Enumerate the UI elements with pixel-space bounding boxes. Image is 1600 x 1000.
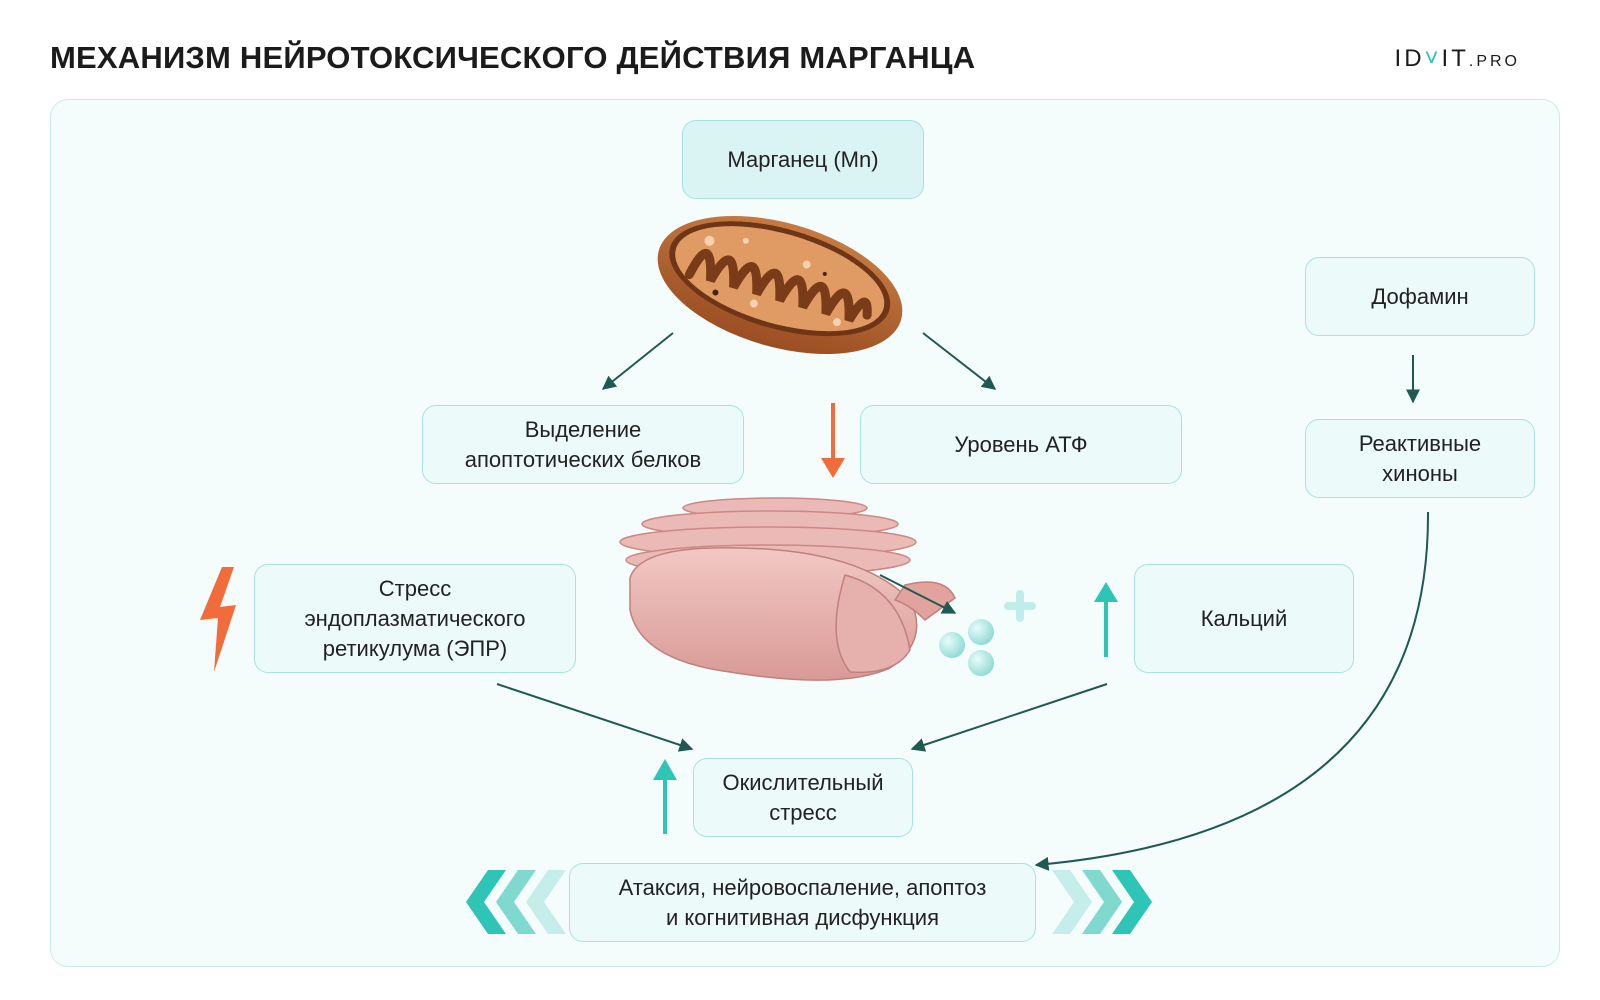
node-atp-level: Уровень АТФ (860, 405, 1182, 484)
node-atp-level-label: Уровень АТФ (954, 431, 1088, 457)
endoplasmic-reticulum-illustration (619, 497, 957, 681)
arrow-up-oxidative-indicator (653, 759, 677, 834)
node-oxidative-stress: Окислительный стресс (693, 758, 913, 837)
node-er-stress-label: Стресс эндоплазматического ретикулума (Э… (304, 575, 526, 661)
arrow-mito-to-apoptotic (601, 332, 674, 390)
lightning-icon (200, 567, 236, 672)
logo-domain: .PRO (1468, 53, 1520, 70)
node-dopamine-label: Дофамин (1371, 283, 1469, 309)
node-manganese-label: Марганец (Mn) (727, 146, 879, 172)
node-outcome-label: Атаксия, нейровоспаление, апоптоз и когн… (618, 874, 987, 930)
node-reactive-quinones: Реактивные хиноны (1305, 419, 1535, 498)
arrow-mito-to-atp (922, 332, 997, 390)
node-outcome: Атаксия, нейровоспаление, апоптоз и когн… (569, 863, 1036, 942)
page-title: МЕХАНИЗМ НЕЙРОТОКСИЧЕСКОГО ДЕЙСТВИЯ МАРГ… (50, 40, 976, 75)
node-apoptotic-proteins: Выделение апоптотических белков (422, 405, 744, 484)
node-er-stress: Стресс эндоплазматического ретикулума (Э… (254, 564, 576, 673)
logo-suffix: IT (1441, 45, 1469, 72)
arrows (496, 332, 1430, 871)
mitochondrion-illustration (657, 216, 903, 354)
node-dopamine: Дофамин (1305, 257, 1535, 336)
node-manganese: Марганец (Mn) (682, 120, 924, 199)
chevrons-right-icon (1052, 870, 1152, 934)
node-calcium: Кальций (1134, 564, 1354, 673)
logo-prefix: ID (1394, 45, 1425, 72)
node-oxidative-stress-label: Окислительный стресс (722, 769, 884, 825)
node-reactive-quinones-label: Реактивные хиноны (1358, 430, 1482, 486)
node-calcium-label: Кальций (1200, 605, 1288, 631)
node-apoptotic-proteins-label: Выделение апоптотических белков (464, 416, 702, 472)
arrow-up-calcium-indicator (1094, 582, 1118, 657)
arrow-down-atp-indicator (821, 403, 845, 478)
brand-logo[interactable]: ID˅IT.PRO (1395, 45, 1520, 73)
calcium-ions-icon (939, 590, 1036, 676)
arrow-er-to-oxidative (496, 683, 694, 752)
arrow-quinones-to-outcome (1034, 511, 1430, 871)
arrow-calcium-to-oxidative (910, 683, 1108, 752)
logo-mark: ˅ (1424, 45, 1442, 72)
chevrons-left-icon (466, 870, 566, 934)
